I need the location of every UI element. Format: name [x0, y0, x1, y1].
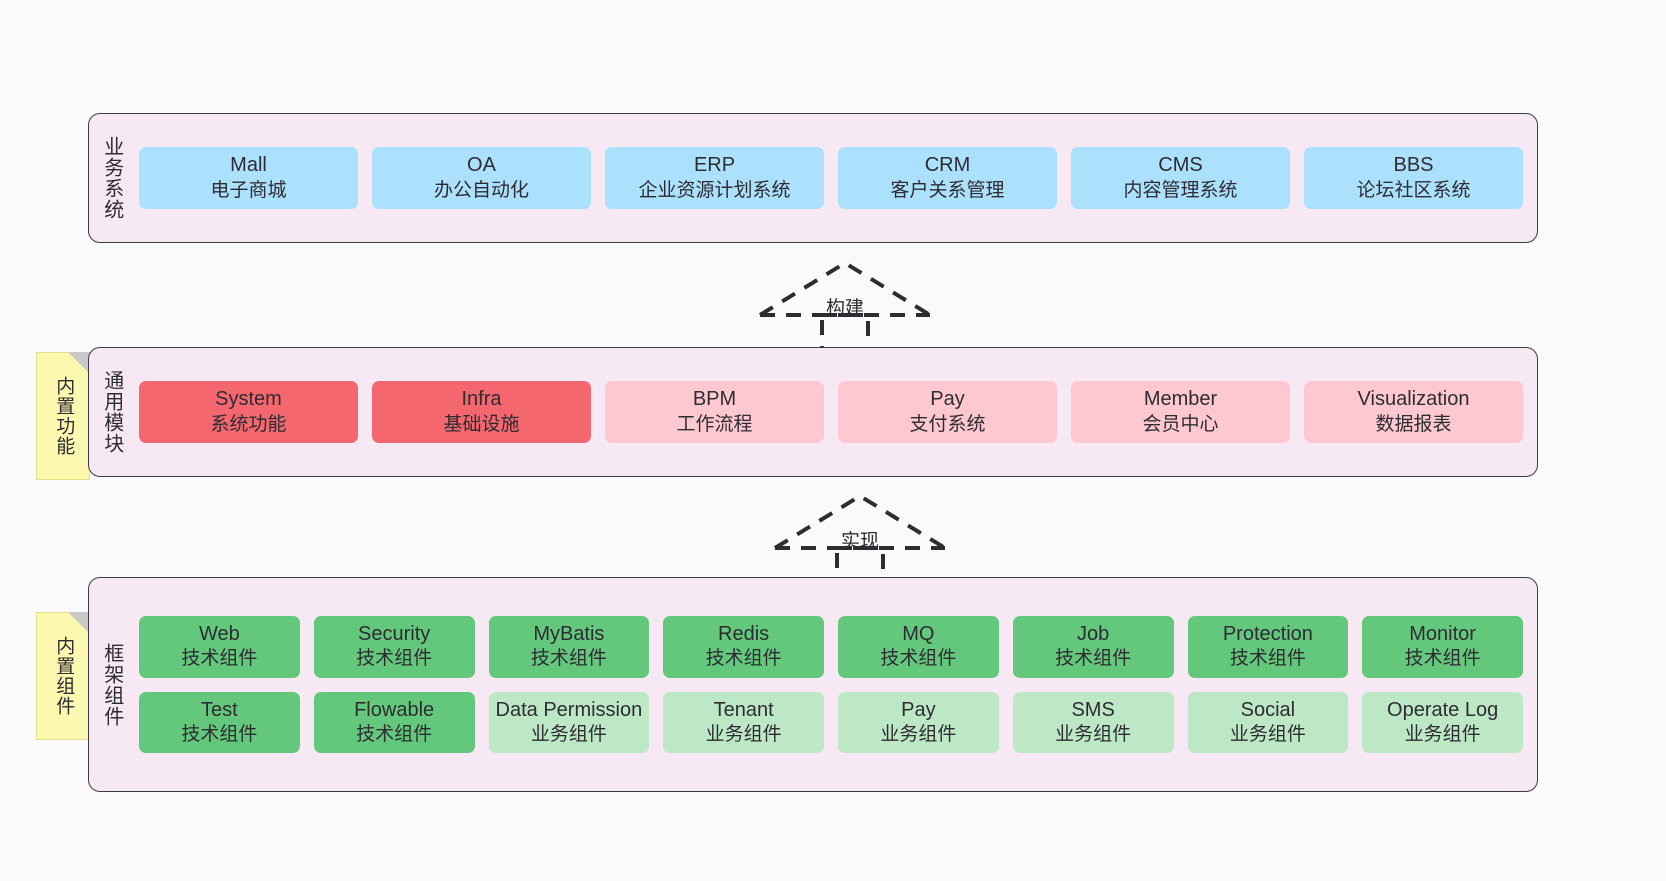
card-subtitle: 基础设施 [443, 413, 520, 435]
card-title: Mall [230, 154, 267, 177]
card-subtitle: 业务组件 [880, 724, 957, 746]
component-card-security[interactable]: Security 技术组件 [313, 615, 475, 678]
layer-label-common-module: 通用模块 [100, 370, 123, 454]
component-card-flowable[interactable]: Flowable 技术组件 [313, 691, 475, 754]
sticky-note-label: 内置组件 [53, 636, 75, 716]
component-card-redis[interactable]: Redis 技术组件 [663, 615, 824, 678]
card-subtitle: 技术组件 [1404, 648, 1481, 670]
layer-common-module: 通用模块 System 系统功能 Infra 基础设施 BPM 工作流程 Pay… [88, 347, 1538, 477]
sticky-note-label: 内置功能 [53, 376, 75, 456]
component-card-data-permission[interactable]: Data Permission 业务组件 [488, 691, 650, 754]
business-card-bbs[interactable]: BBS 论坛社区系统 [1304, 147, 1523, 209]
sticky-note-builtin-components: 内置组件 [36, 612, 90, 740]
card-subtitle: 客户关系管理 [890, 179, 1005, 201]
component-card-web[interactable]: Web 技术组件 [139, 615, 300, 678]
component-card-tenant[interactable]: Tenant 业务组件 [663, 691, 824, 754]
business-system-card-grid: Mall 电子商城 OA 办公自动化 ERP 企业资源计划系统 CRM 客户关系… [133, 114, 1537, 242]
module-card-bpm[interactable]: BPM 工作流程 [605, 381, 824, 443]
card-subtitle: 技术组件 [181, 724, 258, 746]
layer-label-framework-component: 框架组件 [100, 642, 123, 727]
card-title: MQ [902, 622, 935, 645]
card-subtitle: 业务组件 [1229, 724, 1306, 746]
component-card-monitor[interactable]: Monitor 技术组件 [1362, 615, 1523, 678]
component-card-protection[interactable]: Protection 技术组件 [1187, 615, 1349, 678]
component-card-sms[interactable]: SMS 业务组件 [1012, 691, 1174, 754]
card-title: Test [201, 698, 238, 721]
card-title: CRM [924, 154, 971, 177]
card-title: MyBatis [533, 622, 605, 645]
sticky-note-builtin-features: 内置功能 [36, 352, 90, 480]
card-title: CMS [1158, 154, 1203, 177]
card-title: Pay [930, 388, 965, 411]
common-module-card-grid: System 系统功能 Infra 基础设施 BPM 工作流程 Pay 支付系统… [133, 348, 1537, 476]
module-card-pay[interactable]: Pay 支付系统 [838, 381, 1057, 443]
card-title: Tenant [713, 698, 774, 721]
layer-business-system: 业务系统 Mall 电子商城 OA 办公自动化 ERP 企业资源计划系统 CRM… [88, 113, 1538, 243]
card-title: BPM [692, 388, 737, 411]
module-card-system[interactable]: System 系统功能 [139, 381, 358, 443]
card-subtitle: 会员中心 [1142, 413, 1219, 435]
card-subtitle: 业务组件 [705, 724, 782, 746]
connector-build: 构建 [750, 255, 940, 360]
business-card-oa[interactable]: OA 办公自动化 [372, 147, 591, 209]
card-subtitle: 技术组件 [880, 648, 957, 670]
card-title: Pay [901, 698, 936, 721]
card-subtitle: 技术组件 [530, 648, 607, 670]
card-subtitle: 电子商城 [210, 179, 287, 201]
card-subtitle: 业务组件 [1404, 724, 1481, 746]
card-title: Job [1077, 622, 1110, 645]
card-subtitle: 工作流程 [676, 413, 753, 435]
card-title: Operate Log [1387, 698, 1499, 721]
business-card-erp[interactable]: ERP 企业资源计划系统 [605, 147, 824, 209]
card-subtitle: 支付系统 [909, 413, 986, 435]
card-title: Protection [1222, 622, 1313, 645]
generalization-arrow-icon [758, 260, 932, 359]
card-subtitle: 内容管理系统 [1123, 179, 1238, 201]
card-title: SMS [1071, 698, 1115, 721]
card-subtitle: 技术组件 [356, 648, 433, 670]
card-title: Redis [718, 622, 770, 645]
card-subtitle: 办公自动化 [433, 179, 529, 201]
card-subtitle: 数据报表 [1375, 413, 1452, 435]
business-card-cms[interactable]: CMS 内容管理系统 [1071, 147, 1290, 209]
business-card-crm[interactable]: CRM 客户关系管理 [838, 147, 1057, 209]
card-subtitle: 企业资源计划系统 [638, 179, 791, 201]
component-card-mq[interactable]: MQ 技术组件 [838, 615, 999, 678]
card-title: Data Permission [495, 698, 643, 721]
card-title: Infra [461, 388, 502, 411]
component-card-mybatis[interactable]: MyBatis 技术组件 [488, 615, 650, 678]
card-title: Web [198, 622, 240, 645]
component-card-operate-log[interactable]: Operate Log 业务组件 [1362, 691, 1523, 754]
card-title: OA [467, 154, 496, 177]
component-card-job[interactable]: Job 技术组件 [1012, 615, 1174, 678]
layer-framework-component: 框架组件 Web 技术组件 Security 技术组件 MyBatis 技术组件… [88, 577, 1538, 792]
module-card-infra[interactable]: Infra 基础设施 [372, 381, 591, 443]
card-subtitle: 技术组件 [1055, 648, 1132, 670]
module-card-member[interactable]: Member 会员中心 [1071, 381, 1290, 443]
card-title: System [215, 388, 282, 411]
module-card-visualization[interactable]: Visualization 数据报表 [1304, 381, 1523, 443]
card-title: Security [358, 622, 431, 645]
card-subtitle: 技术组件 [356, 724, 433, 746]
card-title: Member [1143, 388, 1218, 411]
card-subtitle: 技术组件 [181, 648, 258, 670]
card-subtitle: 业务组件 [1055, 724, 1132, 746]
card-title: Monitor [1409, 622, 1476, 645]
layer-label-business-system: 业务系统 [100, 136, 123, 220]
card-title: Flowable [354, 698, 435, 721]
component-card-test[interactable]: Test 技术组件 [139, 691, 300, 754]
card-title: BBS [1393, 154, 1434, 177]
business-card-mall[interactable]: Mall 电子商城 [139, 147, 358, 209]
component-card-social[interactable]: Social 业务组件 [1187, 691, 1349, 754]
card-title: Visualization [1357, 388, 1470, 411]
card-subtitle: 技术组件 [1229, 648, 1306, 670]
card-subtitle: 业务组件 [530, 724, 607, 746]
card-title: ERP [693, 154, 736, 177]
framework-component-card-grid: Web 技术组件 Security 技术组件 MyBatis 技术组件 Redi… [133, 578, 1537, 791]
card-subtitle: 论坛社区系统 [1356, 179, 1471, 201]
card-subtitle: 技术组件 [705, 648, 782, 670]
card-title: Social [1240, 698, 1296, 721]
component-card-pay[interactable]: Pay 业务组件 [838, 691, 999, 754]
card-subtitle: 系统功能 [210, 413, 287, 435]
